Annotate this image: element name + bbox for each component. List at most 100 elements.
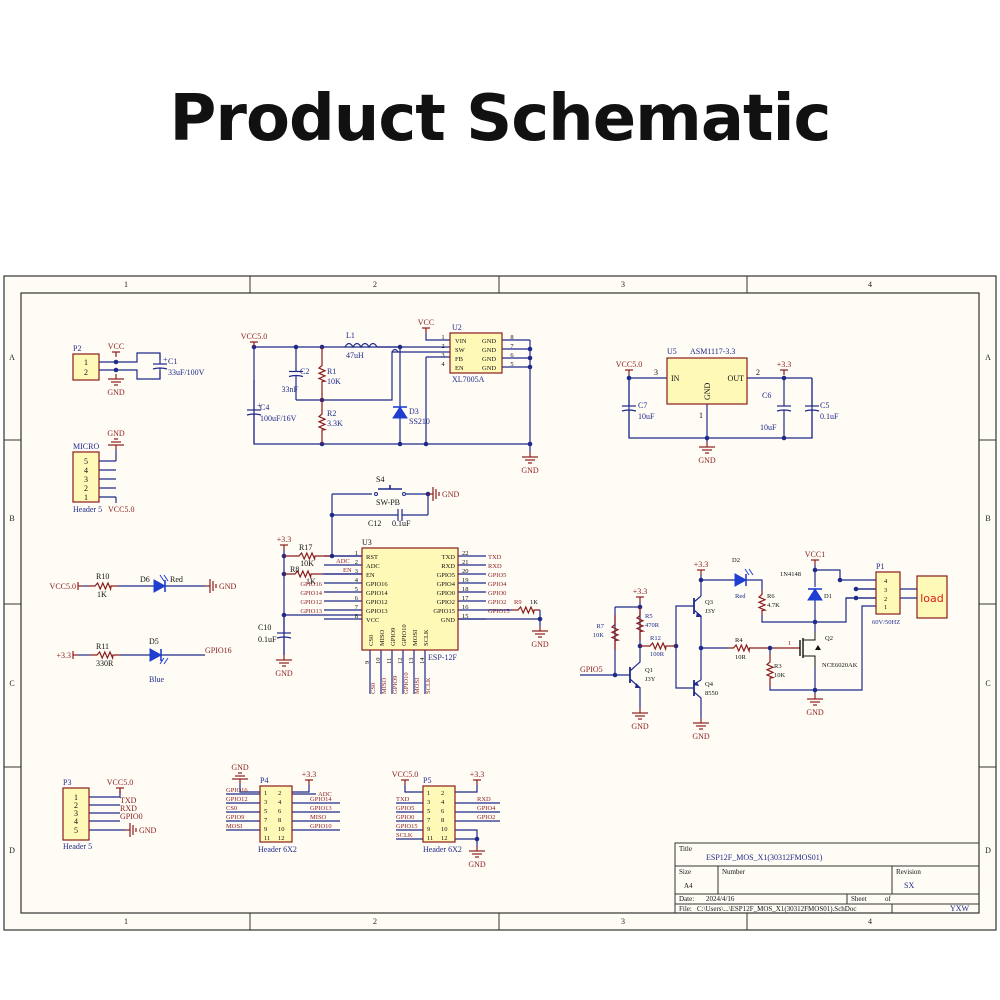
pin-name: MISO <box>379 629 386 646</box>
wire <box>693 595 702 603</box>
junction-dot <box>113 367 119 373</box>
grid-column-label: 4 <box>868 917 872 926</box>
capacitor-value: 10uF <box>760 423 777 432</box>
mosfet-body-diode-icon <box>815 645 821 650</box>
ic-u2-xl7005a <box>449 332 503 374</box>
grid-row-label: B <box>985 514 990 523</box>
net-label: GPIO12 <box>226 796 248 803</box>
net-label: MISO <box>381 677 388 694</box>
pin-number: 21 <box>462 559 469 566</box>
resistor-icon <box>317 400 328 444</box>
pin-name: RST <box>366 554 378 561</box>
resistor-ref: R6 <box>767 593 775 600</box>
pin-number: 3 <box>74 809 78 818</box>
resistor-value: 10R <box>735 654 747 661</box>
wire <box>675 646 694 689</box>
title-block-label: of <box>885 895 892 903</box>
resistor-icon <box>635 607 646 640</box>
led-icon <box>149 648 163 662</box>
pin-name: GND <box>482 338 496 345</box>
ground-label: GND <box>275 669 293 678</box>
ic-ref: U5 <box>667 347 677 356</box>
pin-name: GPIO2 <box>437 599 455 606</box>
title-block-label: Title <box>679 845 692 853</box>
junction-dot <box>474 836 480 842</box>
pin-number: 1 <box>699 411 703 420</box>
pin-number: 3 <box>441 352 444 359</box>
pin-number: 8 <box>510 334 513 341</box>
pin-number: 12 <box>397 658 404 665</box>
capacitor-icon <box>804 409 820 412</box>
pin-number: 5 <box>427 808 430 815</box>
ic-ref: U3 <box>362 538 372 547</box>
capacitor-ref: C4 <box>260 403 269 412</box>
pin-number: 3 <box>84 475 88 484</box>
connector-ref: P4 <box>260 776 268 785</box>
resistor-value: 10K <box>774 672 786 679</box>
grid-column-label: 3 <box>621 917 625 926</box>
pin-name: SCLK <box>423 629 430 646</box>
net-label: GPIO4 <box>477 805 496 812</box>
power-label: VCC5.0 <box>108 505 134 514</box>
pin-number: 1 <box>788 640 791 647</box>
capacitor-value: 0.1uF <box>820 412 839 421</box>
net-label: GPIO0 <box>488 590 506 597</box>
resistor-ref: R2 <box>327 409 336 418</box>
resistor-icon <box>512 605 540 616</box>
pin-number: 10 <box>441 826 448 833</box>
page-title: Product Schematic <box>169 82 832 156</box>
npn-transistor-icon <box>635 683 641 688</box>
capacitor-icon <box>276 636 292 639</box>
switch-contact-icon <box>374 492 378 496</box>
capacitor-ref: C7 <box>638 401 647 410</box>
connector-footer: Header 5 <box>73 505 102 514</box>
pin-number: 2 <box>74 801 78 810</box>
net-label: GPIO0 <box>120 812 143 821</box>
power-label: +3.3 <box>56 651 71 660</box>
diode-icon <box>807 588 823 601</box>
pin-name: GND <box>482 365 496 372</box>
pin-number: 2 <box>355 559 358 566</box>
power-label: +3.3 <box>470 770 485 779</box>
pin-number: 17 <box>462 595 469 602</box>
mosfet-icon <box>803 655 816 668</box>
resistor-value: 1K <box>97 590 107 599</box>
title-block-label: Number <box>722 868 746 876</box>
net-label: GPIO13 <box>310 805 332 812</box>
diode-value: Blue <box>149 675 165 684</box>
pin-name: GND <box>482 356 496 363</box>
pin-name: MOSI <box>412 630 419 646</box>
pin-number: 2 <box>441 343 444 350</box>
wire <box>761 615 815 623</box>
net-label: GPIO15 <box>488 608 510 615</box>
junction-dot <box>397 441 403 447</box>
pin-number: 8 <box>441 817 444 824</box>
power-label: VCC <box>418 318 434 327</box>
junction-dot <box>527 441 533 447</box>
connector-p2 <box>72 353 100 381</box>
resistor-ref: R5 <box>645 613 653 620</box>
resistor-value: 330R <box>96 659 114 668</box>
connector-p1 <box>875 571 901 615</box>
net-label: SCLK <box>396 832 413 839</box>
pin-name: SW <box>455 347 466 354</box>
wire <box>815 569 876 581</box>
pin-number: 9 <box>264 826 267 833</box>
transistor-ref: Q1 <box>645 667 653 674</box>
pin-number: 3 <box>355 568 358 575</box>
resistor-value: 10K <box>300 559 314 568</box>
load-label: load <box>920 592 944 605</box>
net-label: SCLK <box>425 677 432 694</box>
pin-number: 3 <box>884 587 887 594</box>
switch-contact-icon <box>402 492 406 496</box>
capacitor-ref: C2 <box>300 367 309 376</box>
pin-number: 1 <box>884 604 887 611</box>
pin-name: OUT <box>728 374 745 383</box>
diode-ref: D6 <box>140 575 150 584</box>
net-label: GPIO10 <box>403 672 410 694</box>
net-label: GPIO15 <box>396 823 418 830</box>
connector-footer: Header 5 <box>63 842 92 851</box>
ic-u5-asm1117 <box>666 357 748 405</box>
connector-ref: MICRO <box>73 442 99 451</box>
pnp-transistor-icon <box>693 682 699 686</box>
